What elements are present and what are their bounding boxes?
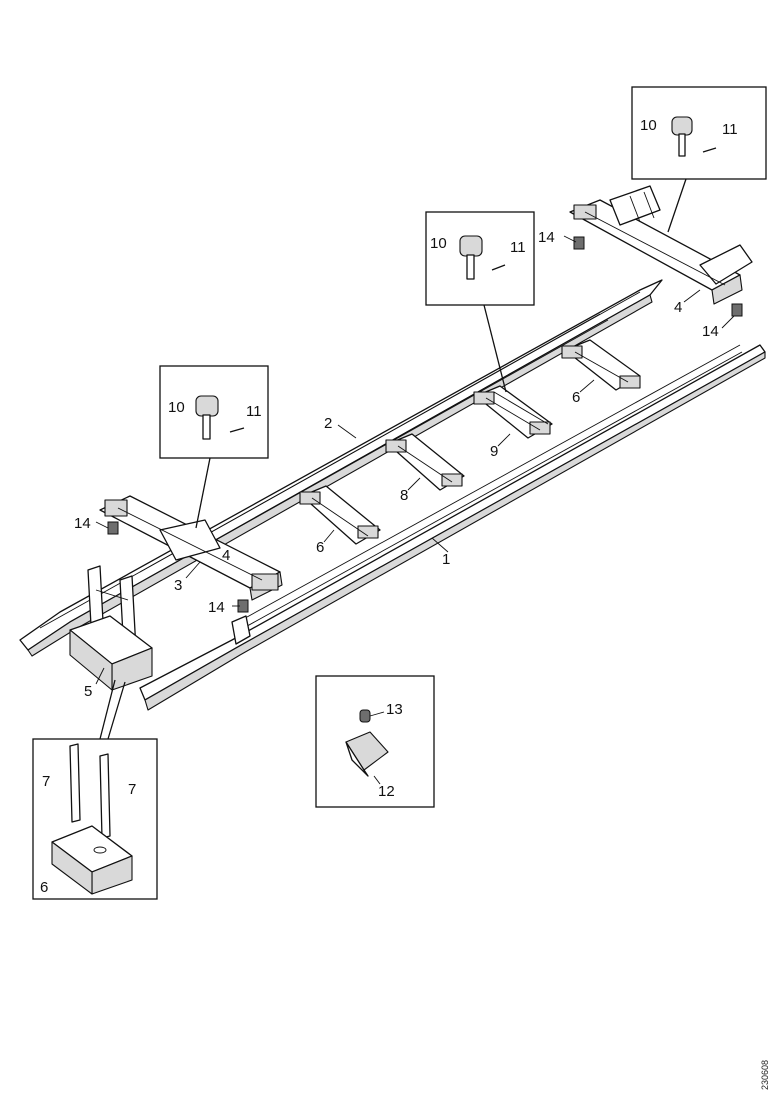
inset-box-left-fasteners <box>159 365 269 529</box>
callout-7-left: 7 <box>42 773 50 790</box>
callout-10-rear: 10 <box>640 117 657 134</box>
callout-7-right: 7 <box>128 781 136 798</box>
crossmember-part-6 <box>561 339 641 391</box>
inset-box-rear-fasteners <box>631 86 767 233</box>
callout-11-rear: 11 <box>722 121 738 138</box>
inset-box-bracket <box>315 675 435 808</box>
callout-14-left: 14 <box>74 515 91 532</box>
callout-14-rear: 14 <box>702 323 719 340</box>
callout-6-inset: 6 <box>40 879 48 896</box>
drawing-reference: 230608 <box>760 1060 770 1090</box>
callout-14-front: 14 <box>208 599 225 616</box>
callout-6-front: 6 <box>316 539 324 556</box>
bolt-14-rear-top <box>573 236 585 250</box>
callout-11-left: 11 <box>246 403 262 420</box>
leader-lines <box>95 235 735 785</box>
callout-13: 13 <box>386 701 403 718</box>
inset-box-stand-parts <box>32 679 158 900</box>
side-rail-part-1 <box>139 344 766 711</box>
crossmember-part-4 <box>569 185 753 305</box>
bolt-14-left <box>107 521 119 535</box>
front-stand-part-5 <box>69 565 153 691</box>
callout-6-rear: 6 <box>572 389 580 406</box>
callout-14-rear-top: 14 <box>538 229 555 246</box>
callout-10-left: 10 <box>168 399 185 416</box>
bolt-14-rear <box>731 303 743 317</box>
callout-4-front: 4 <box>222 547 230 564</box>
crossmember-part-6-front <box>299 485 381 545</box>
callout-10-middle: 10 <box>430 235 447 252</box>
crossmember-part-9 <box>473 385 553 439</box>
callout-9: 9 <box>490 443 498 460</box>
callout-5: 5 <box>84 683 92 700</box>
callout-12: 12 <box>378 783 395 800</box>
inset-box-middle-fasteners <box>425 211 535 393</box>
callout-3: 3 <box>174 577 182 594</box>
callout-4-rear: 4 <box>674 299 682 316</box>
callout-2: 2 <box>324 415 332 432</box>
callout-1: 1 <box>442 551 450 568</box>
crossmember-part-8 <box>385 433 465 491</box>
callout-8: 8 <box>400 487 408 504</box>
callout-11-middle: 11 <box>510 239 526 256</box>
